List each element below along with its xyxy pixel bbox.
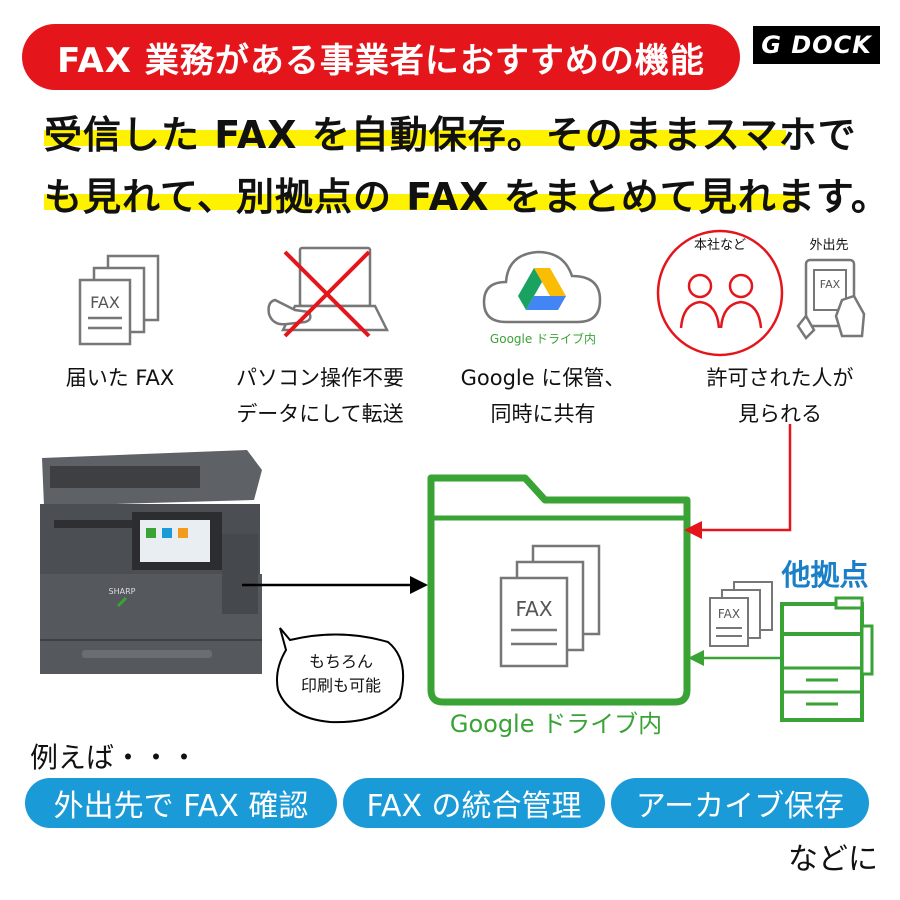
sharp-printer-image: SHARP xyxy=(40,450,262,674)
bubble-line-1: もちろん xyxy=(308,652,373,671)
arrow-authorized-to-folder xyxy=(684,424,792,539)
fax-icon-text: FAX xyxy=(90,293,120,312)
headline-line-1: 受信した FAX を自動保存。そのままスマホで xyxy=(44,113,857,157)
brand-logo: G DOCK xyxy=(753,26,880,64)
branch-printer-icon xyxy=(780,596,874,722)
google-drive-folder-icon: FAX xyxy=(427,474,691,706)
branch-office-label: 他拠点 xyxy=(781,558,869,592)
arrow-printer-to-folder xyxy=(242,576,428,594)
feature-label-authorized-1: 許可された人が xyxy=(706,366,854,390)
branch-fax-text: FAX xyxy=(718,607,740,621)
feature-label-google-1: Google に保管、 xyxy=(460,366,626,390)
authorized-people-icon xyxy=(656,229,784,357)
branch-fax-documents-icon: FAX xyxy=(709,581,773,647)
speech-bubble xyxy=(276,627,405,724)
folder-label: Google ドライブ内 xyxy=(449,710,663,738)
google-drive-cloud-icon xyxy=(482,250,602,324)
feature-label-received-fax: 届いた FAX xyxy=(65,366,175,390)
printer-brand-text: SHARP xyxy=(109,587,136,596)
arrow-branch-to-folder xyxy=(688,650,780,666)
google-drive-caption: Google ドライブ内 xyxy=(489,332,597,346)
example-pill-check-outside: 外出先で FAX 確認 xyxy=(25,778,337,828)
circle-label-headquarters: 本社など xyxy=(693,238,746,253)
example-pill-integrated-management: FAX の統合管理 xyxy=(343,778,605,828)
feature-label-no-pc-2: データにして転送 xyxy=(236,402,404,426)
feature-label-google-2: 同時に共有 xyxy=(490,402,596,426)
tablet-fax-text: FAX xyxy=(820,278,841,291)
fax-documents-icon: FAX xyxy=(78,254,160,346)
no-pc-operation-icon xyxy=(267,246,390,338)
examples-tail: などに xyxy=(788,842,878,877)
feature-label-no-pc-1: パソコン操作不要 xyxy=(236,366,404,390)
tablet-label-outside: 外出先 xyxy=(809,238,849,253)
headline-line-2: も見れて、別拠点の FAX をまとめて見れます。 xyxy=(44,175,890,219)
feature-label-authorized-2: 見られる xyxy=(738,402,822,426)
headline-highlight-1 xyxy=(44,130,786,146)
examples-lead: 例えば・・・ xyxy=(30,741,199,774)
headline-highlight-2 xyxy=(44,194,800,210)
bubble-text: もちろん 印刷も可能 xyxy=(282,650,400,698)
tablet-hand-icon: FAX xyxy=(796,258,866,340)
example-pill-archive: アーカイブ保存 xyxy=(611,778,869,828)
bubble-line-2: 印刷も可能 xyxy=(300,676,381,695)
folder-fax-text: FAX xyxy=(515,597,552,621)
page-title: FAX 業務がある事業者におすすめの機能 xyxy=(22,24,740,90)
